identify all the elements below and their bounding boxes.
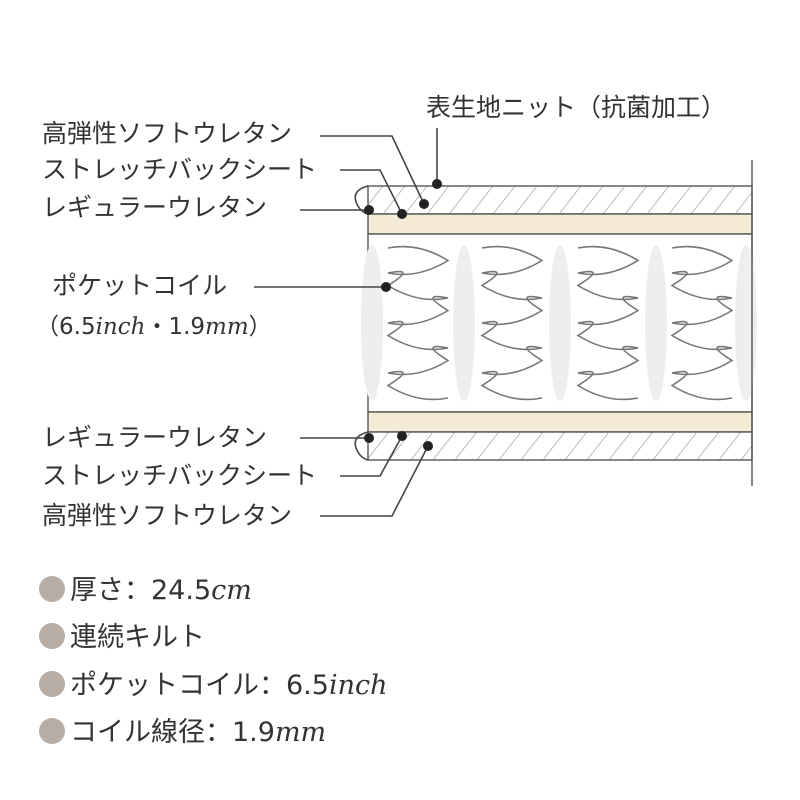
bottom-edge-wrap — [354, 431, 369, 461]
coil-spring — [386, 245, 450, 401]
spec-list: 厚さ：24.5cm 連続キルト ポケットコイル：6.5inch コイル線径：1.… — [39, 575, 388, 748]
coil-pocket-separator — [735, 245, 757, 401]
label-bottom-soft-urethane: 高弾性ソフトウレタン — [42, 501, 292, 530]
spec-bullet — [39, 718, 65, 744]
mattress-body — [354, 160, 757, 486]
coil-pocket-separator — [645, 245, 667, 401]
top-fabric-layer — [367, 185, 753, 215]
label-top-regular-urethane: レギュラーウレタン — [42, 193, 267, 222]
spec-item-pocket-coil: ポケットコイル：6.5inch — [70, 670, 388, 701]
top-edge-wrap — [354, 185, 369, 215]
label-bottom-stretch-sheet: ストレッチバックシート — [42, 461, 317, 490]
spec-bullet — [39, 623, 65, 649]
coil-spring — [480, 245, 544, 401]
spec-bullet — [39, 576, 65, 602]
coil-spring — [576, 245, 640, 401]
spec-bullet — [39, 671, 65, 697]
label-top-soft-urethane: 高弾性ソフトウレタン — [42, 119, 292, 148]
top-urethane-layer — [367, 213, 753, 235]
coil-spring — [670, 245, 734, 401]
leader-lines — [254, 128, 442, 517]
coil-pocket-separator — [361, 245, 383, 401]
spec-item-quilt: 連続キルト — [70, 622, 205, 653]
label-pocket-coil: ポケットコイル — [52, 271, 227, 300]
bottom-urethane-layer — [367, 411, 753, 433]
label-pocket-coil-spec: （6.5inch・1.9mm） — [36, 314, 272, 340]
spec-item-thickness: 厚さ：24.5cm — [70, 575, 252, 606]
coil-pocket-separator — [453, 245, 475, 401]
label-top-stretch-sheet: ストレッチバックシート — [42, 155, 317, 184]
label-bottom-regular-urethane: レギュラーウレタン — [42, 423, 267, 452]
coil-pocket-separator — [549, 245, 571, 401]
label-top-fabric: 表生地ニット（抗菌加工） — [426, 93, 726, 122]
spec-item-coil-wire: コイル線径：1.9mm — [70, 717, 326, 748]
